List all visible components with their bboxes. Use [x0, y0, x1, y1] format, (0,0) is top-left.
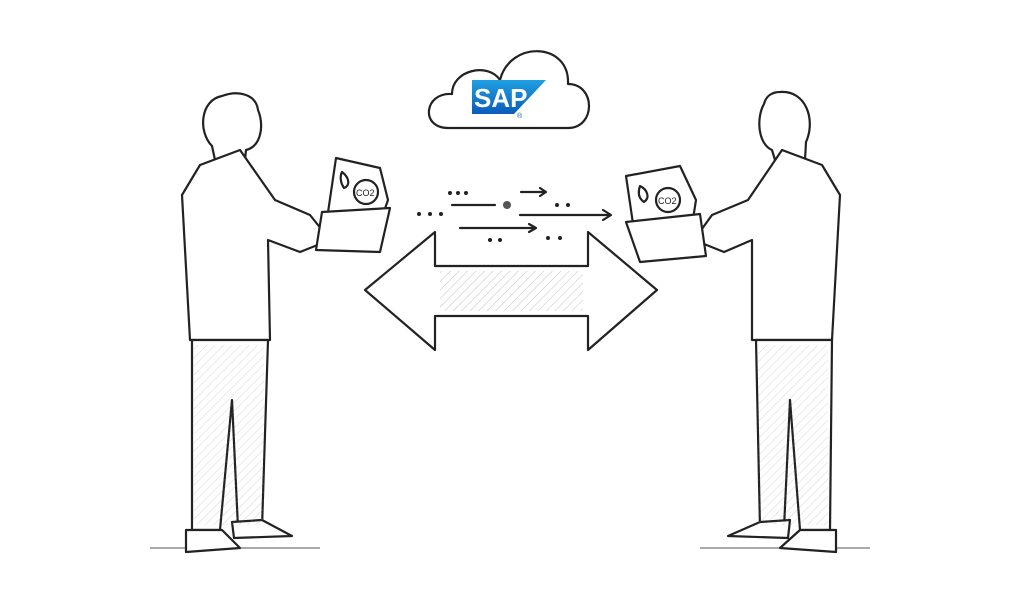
sap-cloud: SAP ®	[427, 50, 591, 130]
sap-logo: SAP ®	[472, 80, 546, 120]
double-arrow	[363, 230, 659, 352]
data-flow-lines	[417, 186, 613, 242]
left-co2-document: CO2	[314, 156, 392, 254]
right-co2-document: CO2	[624, 164, 708, 264]
sap-logo-text: SAP	[474, 83, 527, 113]
left-co2-label: CO2	[356, 188, 375, 198]
left-businessman	[150, 92, 332, 554]
right-co2-label: CO2	[658, 196, 677, 206]
right-businessman	[692, 90, 870, 554]
registered-mark: ®	[517, 112, 523, 120]
